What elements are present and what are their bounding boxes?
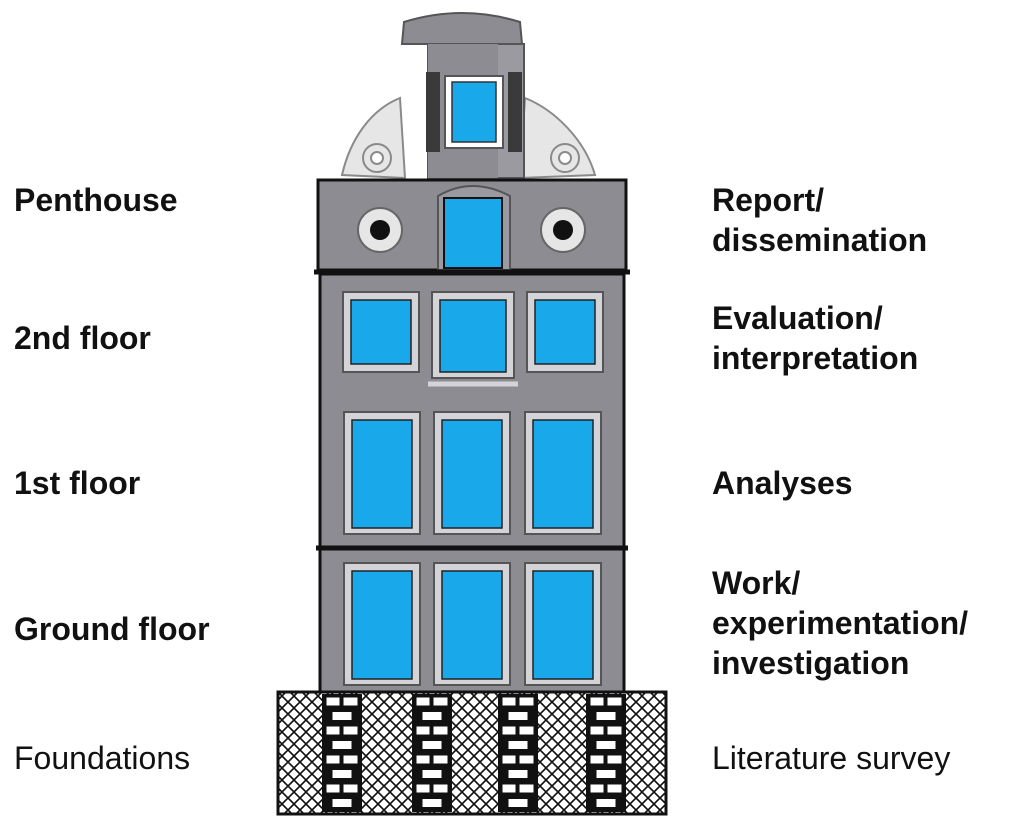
brick — [507, 711, 529, 721]
brick — [421, 769, 443, 779]
brick — [325, 725, 341, 736]
brick — [507, 769, 529, 779]
brick — [501, 725, 517, 736]
brick — [606, 696, 623, 707]
brick — [518, 783, 535, 794]
brick — [501, 696, 517, 707]
brick — [518, 725, 535, 736]
floor-label-ground-floor: Ground floor — [14, 611, 210, 647]
foundations — [276, 690, 668, 816]
first-floor-windows — [343, 411, 602, 535]
dormer-window — [451, 81, 497, 143]
penthouse-window — [443, 197, 503, 269]
brick — [606, 783, 623, 794]
brick — [501, 754, 517, 765]
stage-label-literature: Literature survey — [712, 740, 951, 776]
brick — [589, 696, 605, 707]
brick — [415, 725, 431, 736]
gable-ornament — [340, 96, 597, 180]
brick — [432, 783, 449, 794]
brick — [432, 696, 449, 707]
brick — [595, 740, 617, 750]
brick — [501, 783, 517, 794]
brick — [325, 754, 341, 765]
brick — [589, 783, 605, 794]
stage-label-analyses: Analyses — [712, 465, 853, 501]
stage-label-evaluation: Evaluation/ interpretation — [712, 300, 919, 376]
ground-floor-windows — [343, 562, 602, 686]
brick — [507, 740, 529, 750]
brick — [595, 769, 617, 779]
brick — [421, 740, 443, 750]
brick — [331, 740, 353, 750]
brick — [589, 725, 605, 736]
brick — [507, 798, 529, 808]
floor-label-penthouse: Penthouse — [14, 182, 178, 218]
brick — [331, 711, 353, 721]
brick — [421, 711, 443, 721]
brick — [606, 725, 623, 736]
floor-label-2nd-floor: 2nd floor — [14, 320, 151, 356]
brick — [595, 711, 617, 721]
brick — [421, 798, 443, 808]
second-floor-windows — [342, 291, 604, 387]
brick — [415, 696, 431, 707]
floor-label-1st-floor: 1st floor — [14, 465, 141, 501]
brick — [518, 754, 535, 765]
brick — [595, 798, 617, 808]
brick — [432, 754, 449, 765]
brick — [342, 725, 359, 736]
floor-label-foundations: Foundations — [14, 740, 191, 776]
brick — [415, 754, 431, 765]
brick — [342, 783, 359, 794]
brick — [415, 783, 431, 794]
brick — [606, 754, 623, 765]
brick — [331, 798, 353, 808]
stage-label-report: Report/ dissemination — [712, 182, 928, 258]
dormer — [400, 12, 525, 179]
brick — [325, 696, 341, 707]
brick — [518, 696, 535, 707]
brick — [342, 696, 359, 707]
brick — [342, 754, 359, 765]
brick — [432, 725, 449, 736]
stage-label-work: Work/ experimentation/ investigation — [712, 565, 969, 681]
penthouse-level — [314, 178, 630, 275]
brick — [589, 754, 605, 765]
brick — [331, 769, 353, 779]
brick — [325, 783, 341, 794]
